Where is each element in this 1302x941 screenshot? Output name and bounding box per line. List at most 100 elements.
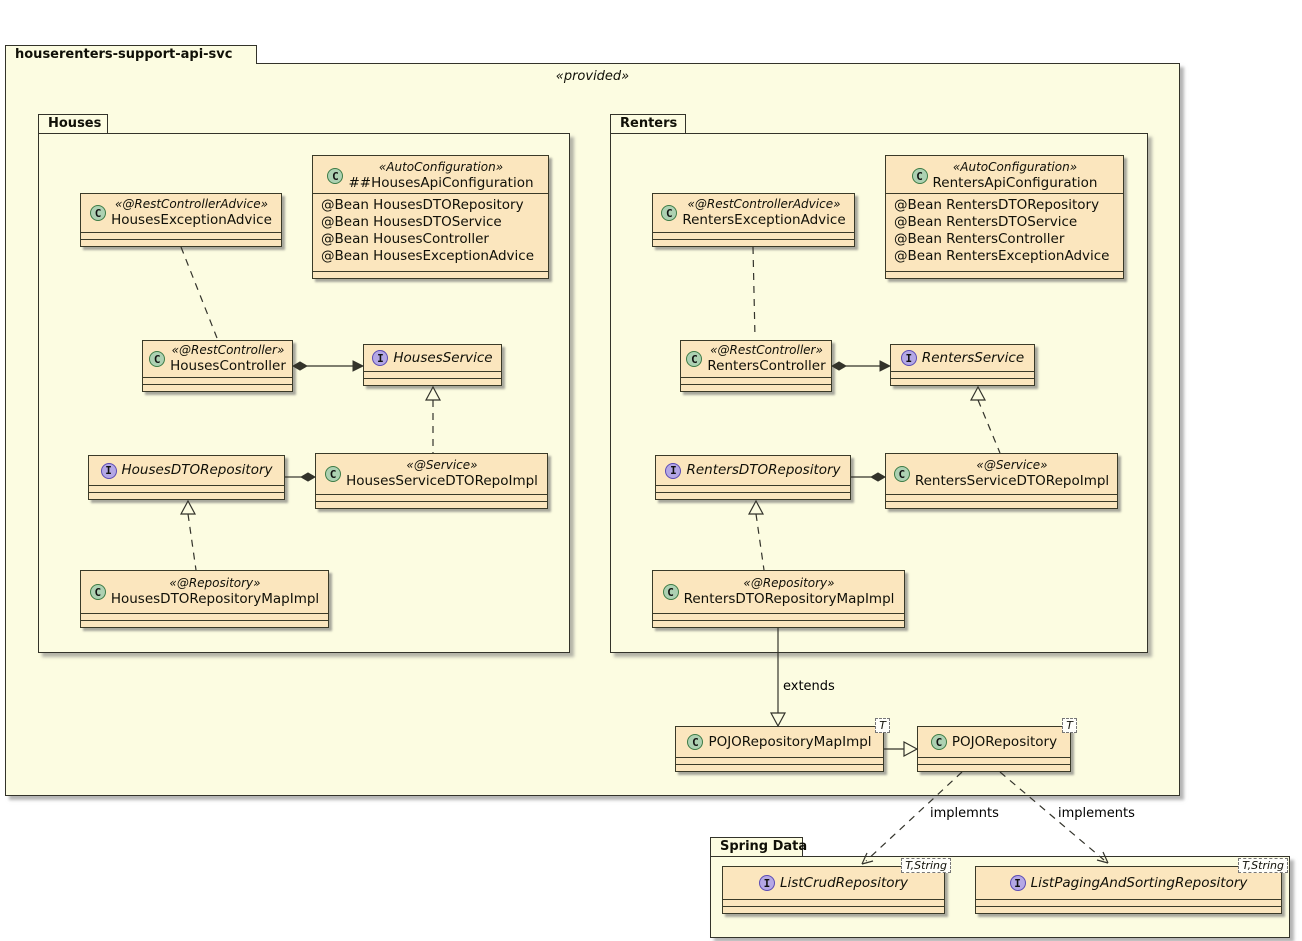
class-name: ##HousesApiConfiguration <box>348 175 534 191</box>
methods-compartment <box>81 620 328 627</box>
class-members: @Bean HousesDTORepository @Bean HousesDT… <box>313 193 548 271</box>
methods-compartment <box>918 764 1070 771</box>
interface-renters-service: I RentersService <box>890 344 1035 386</box>
class-renters-controller: C «@RestController» RentersController <box>680 340 832 392</box>
class-name: RentersController <box>707 358 826 374</box>
fields-compartment <box>653 232 854 239</box>
class-pojo-repository-map-impl: T C POJORepositoryMapImpl <box>675 718 890 772</box>
class-icon: C <box>662 584 679 600</box>
class-renters-api-configuration: C «AutoConfiguration» RentersApiConfigur… <box>885 155 1124 279</box>
methods-compartment <box>656 492 850 499</box>
stereotype-label: «@RestController» <box>710 343 823 357</box>
class-icon: C <box>661 205 678 221</box>
class-name: POJORepository <box>951 733 1058 750</box>
class-name: RentersDTORepositoryMapImpl <box>683 591 895 607</box>
fields-compartment <box>676 757 883 764</box>
interface-name: RentersService <box>921 349 1025 366</box>
fields-compartment <box>918 757 1070 764</box>
fields-compartment <box>656 485 850 492</box>
class-icon: C <box>911 168 928 184</box>
fields-compartment <box>723 899 944 906</box>
member-line: @Bean RentersDTOService <box>894 214 1078 230</box>
generic-tag: T,String <box>901 858 951 873</box>
fields-compartment <box>143 377 292 384</box>
class-icon-letter: C <box>666 206 673 220</box>
methods-compartment <box>143 384 292 391</box>
class-icon-letter: C <box>916 169 923 183</box>
class-houses-api-configuration: C «AutoConfiguration» ##HousesApiConfigu… <box>312 155 549 279</box>
edge-label-implements: implements <box>1058 806 1135 821</box>
stereotype-label: «@Repository» <box>743 576 835 590</box>
interface-list-paging-and-sorting-repository: T,String I ListPagingAndSortingRepositor… <box>975 858 1288 914</box>
member-line: @Bean HousesDTORepository <box>321 197 524 213</box>
class-icon-letter: C <box>691 352 698 366</box>
stereotype-label: «@Service» <box>406 458 478 472</box>
methods-compartment <box>976 906 1281 913</box>
interface-icon: I <box>100 462 117 479</box>
methods-compartment <box>886 501 1117 508</box>
methods-compartment <box>681 384 831 391</box>
member-line: @Bean HousesDTOService <box>321 214 502 230</box>
package-tab-houses: Houses <box>38 114 108 133</box>
class-icon: C <box>686 351 703 367</box>
interface-houses-dto-repository: I HousesDTORepository <box>88 455 285 500</box>
methods-compartment <box>364 378 501 385</box>
interface-icon-letter: I <box>1014 876 1021 890</box>
package-tab-houserenters-support-api-svc: houserenters-support-api-svc <box>5 45 257 64</box>
methods-compartment <box>886 271 1123 278</box>
member-line: @Bean HousesController <box>321 231 489 247</box>
methods-compartment <box>891 378 1034 385</box>
methods-compartment <box>653 239 854 246</box>
interface-list-crud-repository: T,String I ListCrudRepository <box>722 858 951 914</box>
fields-compartment <box>886 494 1117 501</box>
interface-icon-letter: I <box>670 464 677 477</box>
interface-name: HousesDTORepository <box>121 462 273 478</box>
methods-compartment <box>316 501 547 508</box>
member-line: @Bean HousesExceptionAdvice <box>321 248 535 264</box>
interface-houses-service: I HousesService <box>363 344 502 386</box>
class-renters-service-dto-repo-impl: C «@Service» RentersServiceDTORepoImpl <box>885 453 1118 509</box>
class-houses-service-dto-repo-impl: C «@Service» HousesServiceDTORepoImpl <box>315 453 548 509</box>
fields-compartment <box>316 494 547 501</box>
stereotype-label: «@Repository» <box>169 576 261 590</box>
class-icon: C <box>893 466 910 482</box>
interface-icon-letter: I <box>763 876 771 890</box>
interface-icon-letter: I <box>905 351 913 365</box>
class-name: HousesDTORepositoryMapImpl <box>110 591 320 607</box>
methods-compartment <box>676 764 883 771</box>
generic-tag: T,String <box>1238 858 1288 873</box>
fields-compartment <box>976 899 1281 906</box>
class-renters-exception-advice: C «@RestControllerAdvice» RentersExcepti… <box>652 193 855 247</box>
class-icon: C <box>90 205 107 221</box>
class-icon-letter: C <box>332 169 339 183</box>
class-icon-letter: C <box>329 467 337 481</box>
class-icon-letter: C <box>692 735 699 749</box>
interface-icon: I <box>372 350 389 366</box>
generic-tag: T <box>875 718 890 733</box>
interface-name: RentersDTORepository <box>686 462 841 478</box>
stereotype-label: «@RestControllerAdvice» <box>114 197 268 211</box>
class-icon: C <box>930 734 947 750</box>
class-houses-controller: C «@RestController» HousesController <box>142 340 293 392</box>
class-icon-letter: C <box>667 585 674 599</box>
class-name: RentersApiConfiguration <box>932 175 1098 191</box>
interface-icon-letter: I <box>377 351 384 365</box>
member-line: @Bean RentersExceptionAdvice <box>894 248 1110 264</box>
methods-compartment <box>653 620 904 627</box>
fields-compartment <box>81 232 281 239</box>
class-icon-letter: C <box>898 467 906 481</box>
class-icon-letter: C <box>94 206 102 220</box>
stereotype-label: «AutoConfiguration» <box>952 160 1078 174</box>
class-name: RentersServiceDTORepoImpl <box>914 473 1110 489</box>
class-icon: C <box>149 351 166 367</box>
class-icon-letter: C <box>935 735 943 749</box>
class-name: HousesController <box>170 358 286 374</box>
class-houses-dto-repository-map-impl: C «@Repository» HousesDTORepositoryMapIm… <box>80 570 329 628</box>
class-icon: C <box>89 584 106 600</box>
interface-icon-letter: I <box>105 464 112 477</box>
interface-icon: I <box>665 462 682 479</box>
class-members: @Bean RentersDTORepository @Bean Renters… <box>886 193 1123 271</box>
class-name: POJORepositoryMapImpl <box>708 733 872 750</box>
stereotype-label: «@Service» <box>976 458 1048 472</box>
